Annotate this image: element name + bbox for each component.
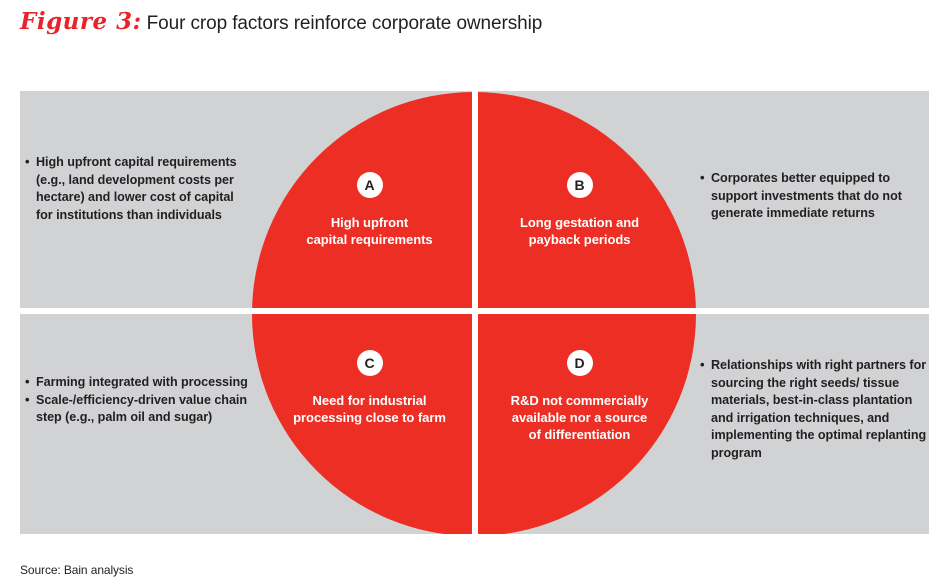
bullet-list: Farming integrated with processing Scale… [25, 373, 250, 427]
quadrant-a-label-line2: capital requirements [306, 232, 433, 247]
quadrant-b-label-line2: payback periods [528, 232, 631, 247]
diagram-panel [20, 91, 929, 534]
figure-headline: Four crop factors reinforce corporate ow… [146, 13, 543, 34]
quadrant-badge-d: D [566, 350, 593, 376]
annotation-top-left: High upfront capital requirements (e.g.,… [25, 153, 250, 224]
figure-number-label: Figure 3: [20, 8, 142, 35]
annotation-top-right: Corporates better equipped to support in… [700, 169, 932, 223]
quadrant-c: C Need for industrial processing close t… [272, 350, 467, 426]
quadrant-badge-c: C [356, 350, 383, 376]
quadrant-a: A High upfront capital requirements [272, 172, 467, 248]
quadrant-a-label-line1: High upfront [330, 215, 409, 230]
list-item: Relationships with right partners for so… [700, 356, 935, 462]
quadrant-a-label: High upfront capital requirements [272, 214, 467, 248]
quadrant-c-label: Need for industrial processing close to … [272, 392, 467, 426]
page-title: Figure 3:Four crop factors reinforce cor… [20, 5, 930, 41]
quadrant-badge-a: A [356, 172, 383, 198]
vertical-divider [472, 91, 478, 534]
list-item: High upfront capital requirements (e.g.,… [25, 153, 250, 224]
annotation-bottom-left: Farming integrated with processing Scale… [25, 373, 250, 427]
quadrant-c-label-line1: Need for industrial [312, 393, 427, 408]
quadrant-d-label: R&D not commercially available nor a sou… [482, 392, 677, 443]
quadrant-b-label-line1: Long gestation and [520, 215, 639, 230]
source-note: Source: Bain analysis [20, 563, 134, 577]
list-item: Corporates better equipped to support in… [700, 169, 932, 223]
quadrant-b-label: Long gestation and payback periods [482, 214, 677, 248]
quadrant-badge-b: B [566, 172, 593, 198]
quadrant-d-label-line3: of differentiation [528, 427, 631, 442]
quadrant-d-label-line1: R&D not commercially [510, 393, 649, 408]
annotation-bottom-right: Relationships with right partners for so… [700, 356, 935, 462]
quadrant-d: D R&D not commercially available nor a s… [482, 350, 677, 443]
bullet-list: Relationships with right partners for so… [700, 356, 935, 462]
list-item: Farming integrated with processing [25, 373, 250, 392]
bullet-list: High upfront capital requirements (e.g.,… [25, 153, 250, 224]
quadrant-b: B Long gestation and payback periods [482, 172, 677, 248]
quadrant-c-label-line2: processing close to farm [293, 410, 446, 425]
bullet-list: Corporates better equipped to support in… [700, 169, 932, 223]
quadrant-d-label-line2: available nor a source [511, 410, 648, 425]
list-item: Scale-/efficiency-driven value chain ste… [25, 391, 250, 427]
